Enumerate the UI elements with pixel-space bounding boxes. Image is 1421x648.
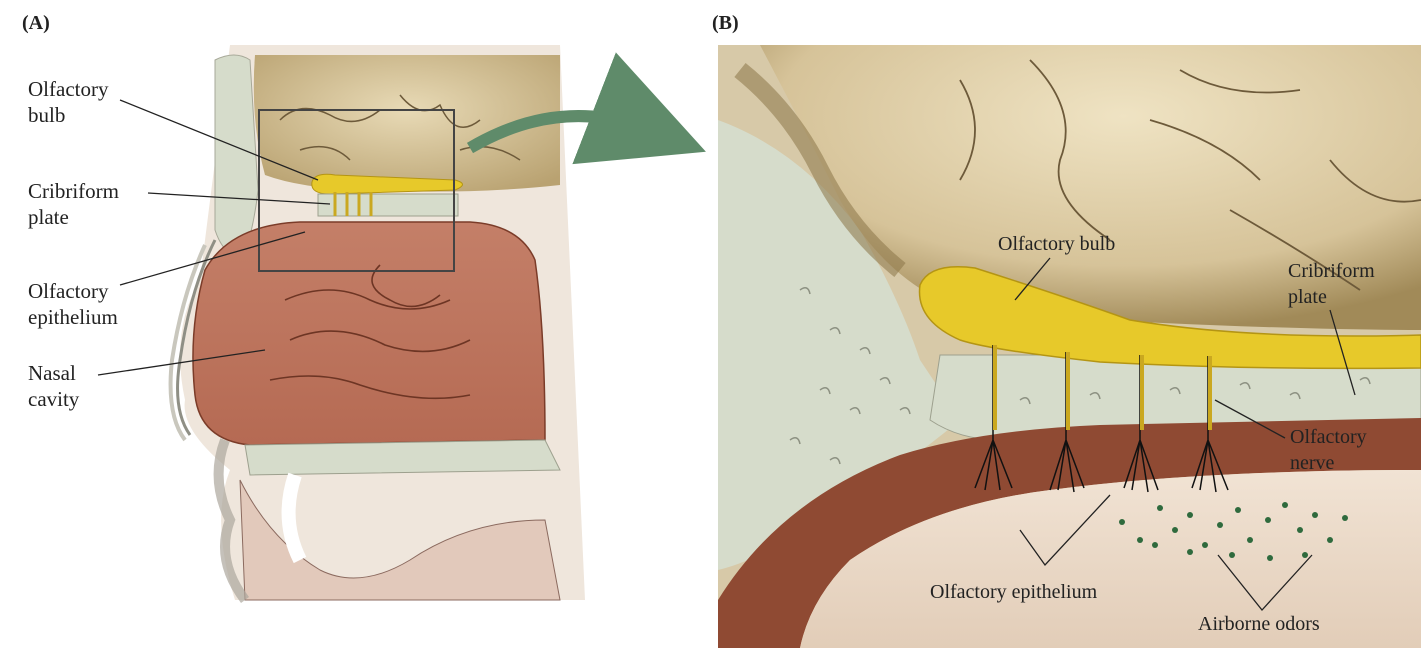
label-cribriform-plate-a: Cribriform plate bbox=[28, 179, 124, 229]
label-olfactory-bulb-a: Olfactory bulb bbox=[28, 77, 114, 127]
label-olfactory-epithelium-b: Olfactory epithelium bbox=[930, 581, 1098, 603]
nasal-cavity-a bbox=[193, 222, 545, 445]
label-olfactory-bulb-b: Olfactory bulb bbox=[998, 233, 1115, 255]
panel-b-letter: (B) bbox=[712, 12, 739, 34]
panel-a: (A) bbox=[22, 12, 585, 600]
panel-a-letter: (A) bbox=[22, 12, 50, 34]
cribriform-plate-a bbox=[318, 194, 458, 216]
label-olfactory-epithelium-a: Olfactory epithelium bbox=[28, 279, 118, 329]
panel-b: (B) bbox=[712, 12, 1421, 648]
label-nasal-cavity-a: Nasal cavity bbox=[28, 361, 81, 411]
label-airborne-odors-b: Airborne odors bbox=[1198, 613, 1320, 635]
